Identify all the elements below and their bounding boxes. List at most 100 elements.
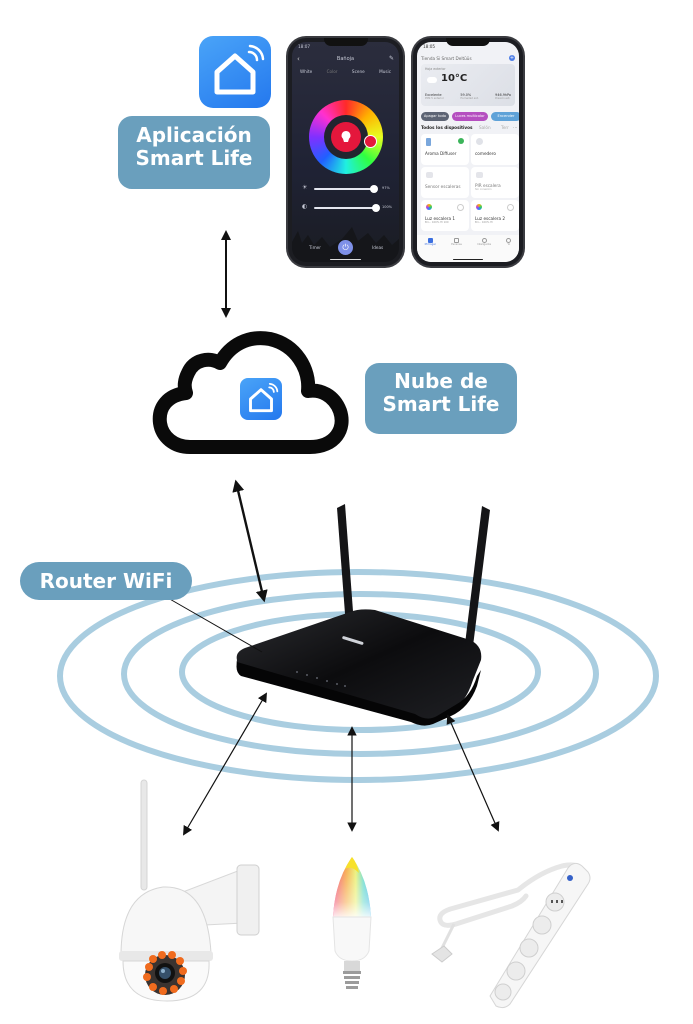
app-label: Aplicación Smart Life: [118, 116, 270, 189]
brightness-slider[interactable]: [314, 185, 378, 193]
saturation-slider[interactable]: [314, 204, 380, 212]
cloud-label-line2: Smart Life: [382, 392, 500, 416]
mode-tabs: White Color Scene Music: [300, 69, 391, 74]
phone-notch: [323, 38, 368, 46]
add-device-button[interactable]: +: [509, 55, 515, 61]
brightness-slider-thumb[interactable]: [370, 185, 378, 193]
device-card[interactable]: Luz escalera 2 Bri... 100% Hl: [471, 200, 519, 231]
bulb-device-icon: [476, 204, 482, 210]
tab-salon[interactable]: Salón: [479, 125, 491, 130]
router-leds: [296, 671, 346, 687]
smart-life-house-icon: [249, 382, 279, 413]
temperature: 10°C: [441, 73, 468, 84]
device-name: Aroma Diffuser: [425, 151, 457, 156]
brightness-value: 97%: [382, 186, 390, 190]
smart-icon: [481, 238, 487, 243]
status-time: 18:05: [423, 44, 436, 49]
tab-scene[interactable]: Scene: [351, 69, 365, 74]
tab-all-devices[interactable]: Todos los dispositivos: [421, 125, 473, 130]
status-time: 18:07: [298, 44, 311, 49]
app-label-line2: Smart Life: [135, 146, 253, 170]
stat-humidity: 59.0%Humedad ext.: [460, 93, 479, 100]
color-wheel[interactable]: [309, 100, 383, 174]
more-icon[interactable]: ⋯: [513, 125, 518, 130]
phone-device-list: 18:05 Tienda Si Smart Deltüüs + Hoja ext…: [413, 38, 523, 266]
cloud-label-line1: Nube de: [394, 369, 488, 393]
selected-color: [331, 122, 361, 152]
device-status: Bri... 100% Hl 100: [425, 221, 449, 224]
smart-life-app-icon[interactable]: [199, 36, 271, 108]
app-label-line1: Aplicación: [136, 123, 252, 147]
power-button[interactable]: ⏻: [338, 240, 353, 255]
online-badge: [458, 138, 464, 144]
nav-smart[interactable]: Inteligente: [477, 238, 491, 262]
arrow-router-camera: [183, 692, 267, 836]
router-label-leader: [167, 597, 263, 653]
diffuser-icon: [426, 138, 431, 146]
home-indicator: [330, 258, 361, 260]
saturation-icon: ◐: [302, 203, 308, 210]
home-icon: [427, 238, 433, 243]
arrow-router-power-strip: [446, 714, 500, 832]
nav-me[interactable]: Yo: [506, 238, 512, 262]
bulb-device-icon: [426, 204, 432, 210]
brightness-icon: ☀: [302, 184, 308, 191]
edit-icon[interactable]: ✎: [388, 55, 394, 62]
smart-life-house-icon: [214, 44, 265, 95]
scene-chip-off-all[interactable]: Apagar todo: [421, 112, 449, 121]
router-brand-logo: [342, 636, 364, 645]
device-power-icon[interactable]: [507, 204, 514, 211]
tab-terr[interactable]: Terr: [501, 125, 509, 130]
device-power-icon[interactable]: [457, 204, 464, 211]
nav-scenes[interactable]: Escenas: [451, 238, 462, 262]
scene-chip-on[interactable]: Encender: [491, 112, 519, 121]
device-card[interactable]: Sensor escaleras: [421, 167, 469, 198]
bulb-glyph-icon: [341, 131, 351, 142]
saturation-slider-thumb[interactable]: [372, 204, 380, 212]
device-card[interactable]: comedero: [471, 134, 519, 165]
phone-screen: 18:05 Tienda Si Smart Deltüüs + Hoja ext…: [417, 42, 519, 262]
tab-music[interactable]: Music: [379, 69, 391, 74]
router-label-text: Router WiFi: [39, 569, 173, 593]
cloud-label: Nube de Smart Life: [365, 363, 517, 434]
device-name: PIR escalera: [475, 183, 501, 188]
device-card[interactable]: Aroma Diffuser: [421, 134, 469, 165]
tab-white[interactable]: White: [300, 69, 313, 74]
saturation-value: 100%: [382, 205, 393, 209]
nav-home[interactable]: Mi hogar: [425, 238, 436, 262]
timer-button[interactable]: Timer: [309, 245, 321, 250]
ip-camera-icon: [119, 779, 260, 1002]
cloud-weather-icon: [427, 77, 437, 83]
cloud-smart-life-icon: [240, 378, 282, 420]
ideas-button[interactable]: Ideas: [372, 245, 384, 250]
device-card[interactable]: PIR escalera Sin conexión: [471, 167, 519, 198]
color-picker-handle[interactable]: [364, 135, 377, 148]
device-title: Bañoja: [336, 56, 355, 62]
rgb-bulb-icon: [332, 857, 372, 989]
power-strip-icon: [431, 862, 591, 1009]
device-name: Luz escalera 1: [425, 216, 456, 221]
tab-color[interactable]: Color: [326, 69, 338, 74]
feeder-icon: [476, 138, 483, 145]
scene-chip-multicolor[interactable]: Luces multicolor: [452, 112, 488, 121]
phone-light-control: 18:07 ‹ Bañoja ✎ White Color Scene Music…: [288, 38, 403, 266]
phone-screen: 18:07 ‹ Bañoja ✎ White Color Scene Music…: [292, 42, 399, 262]
device-name: Sensor escaleras: [425, 184, 461, 189]
bottom-nav: Mi hogar Escenas Inteligente Yo: [417, 235, 519, 262]
device-status: Sin conexión: [475, 188, 492, 191]
home-indicator: [453, 258, 483, 260]
router-label: Router WiFi: [20, 562, 192, 600]
home-selector[interactable]: Tienda Si Smart Deltüüs: [421, 56, 472, 61]
device-card[interactable]: Luz escalera 1 Bri... 100% Hl 100: [421, 200, 469, 231]
arrow-cloud-router: [232, 479, 268, 603]
wifi-ring-middle: [121, 591, 599, 757]
scenes-icon: [454, 238, 460, 243]
profile-icon: [506, 238, 512, 243]
phone-notch: [446, 38, 490, 46]
back-icon[interactable]: ‹: [297, 55, 300, 63]
